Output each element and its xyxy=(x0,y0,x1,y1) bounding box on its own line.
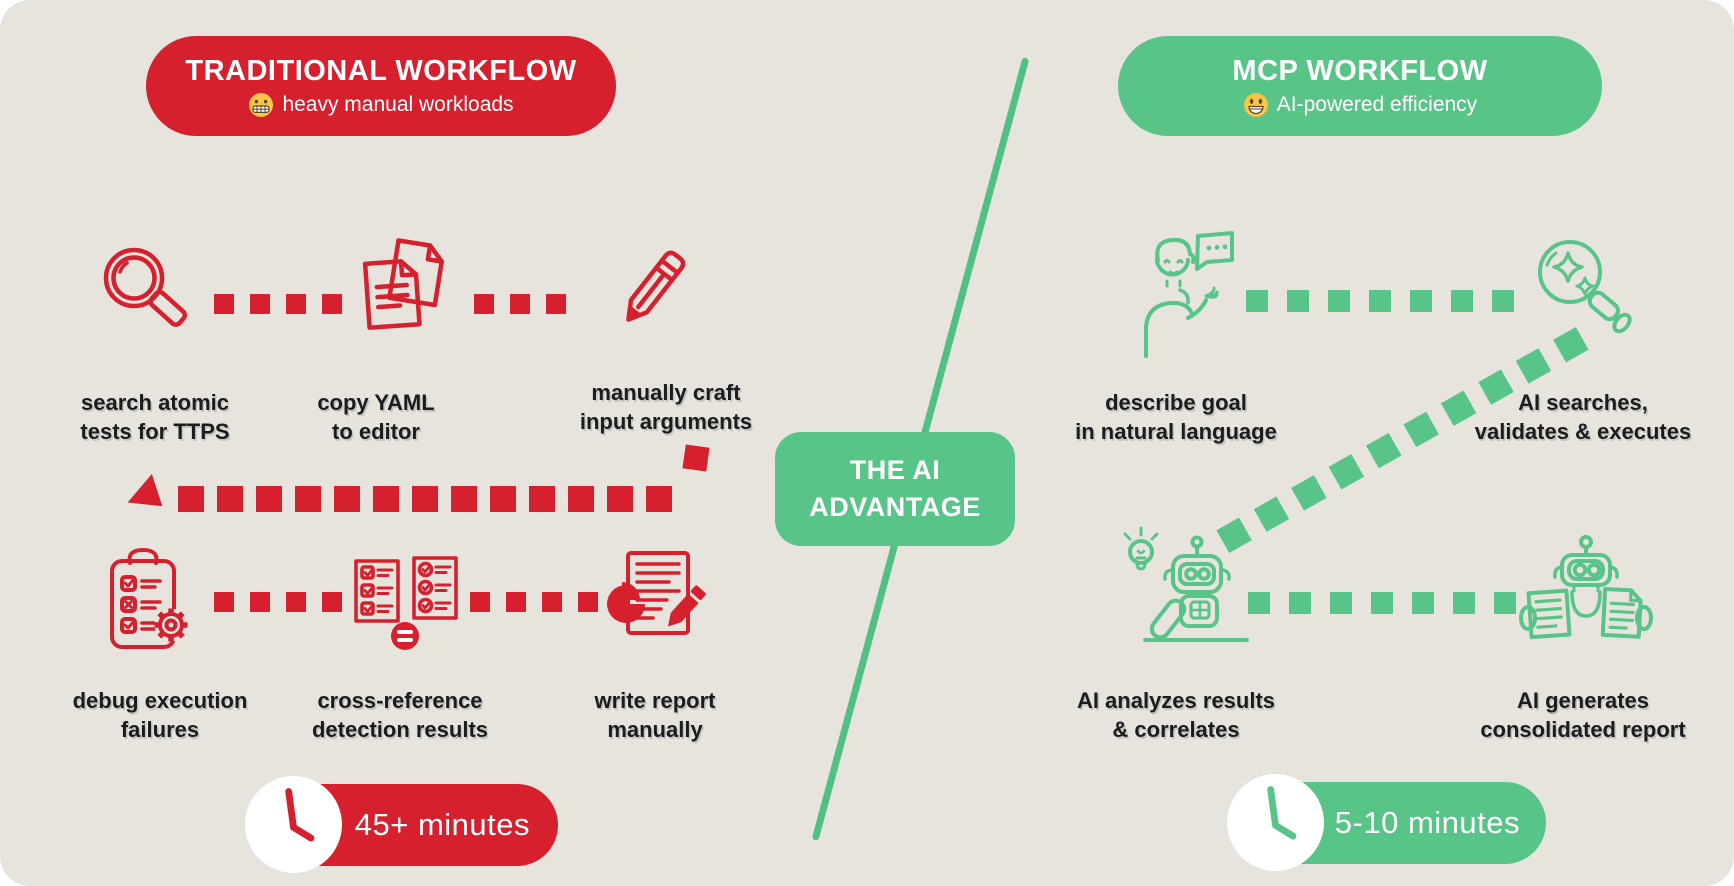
copy-documents-icon xyxy=(348,232,453,350)
step-label: manually craft input arguments xyxy=(579,380,753,434)
pencil-icon xyxy=(600,236,700,348)
mcp-time-label: 5-10 minutes xyxy=(1334,805,1520,840)
connector-dashes xyxy=(214,294,342,314)
grinning-emoji-icon xyxy=(1243,92,1268,117)
connector-dashes xyxy=(214,592,342,612)
step-label: write report manually xyxy=(594,688,716,742)
mcp-workflow-subtitle: AI-powered efficiency xyxy=(1243,92,1477,118)
connector-dashes xyxy=(474,294,566,314)
report-pie-pencil-icon xyxy=(602,548,714,644)
grimacing-emoji-icon xyxy=(249,92,274,117)
traditional-workflow-title: TRADITIONAL WORKFLOW xyxy=(185,54,577,87)
connector-corner-dash xyxy=(682,444,710,472)
clipboard-gear-icon xyxy=(100,545,198,653)
mcp-workflow-header: MCP WORKFLOW AI-powered efficiency xyxy=(1118,36,1602,136)
step-label: search atomic tests for TTPS xyxy=(80,390,230,444)
connector-return-dashes xyxy=(178,486,672,512)
ai-advantage-badge: THE AI ADVANTAGE xyxy=(775,432,1015,546)
step-label: copy YAML to editor xyxy=(317,390,435,444)
arrowhead-icon xyxy=(122,474,163,516)
connector-dashes xyxy=(470,592,598,612)
step-label: AI searches, validates & executes xyxy=(1474,390,1692,444)
step-label: AI generates consolidated report xyxy=(1480,688,1686,742)
step-label: describe goal in natural language xyxy=(1075,390,1277,444)
traditional-workflow-subtitle: heavy manual workloads xyxy=(248,92,514,118)
clock-icon xyxy=(1227,774,1324,871)
sparkle-magnifier-icon xyxy=(1522,230,1640,350)
magnifier-icon xyxy=(92,240,202,350)
cross-reference-documents-icon xyxy=(350,553,462,653)
mcp-workflow-title: MCP WORKFLOW xyxy=(1232,54,1488,87)
step-label: cross-reference detection results xyxy=(311,688,489,742)
step-label: AI analyzes results & correlates xyxy=(1076,688,1276,742)
step-label: debug execution failures xyxy=(72,688,248,742)
connector-dashes xyxy=(1248,592,1516,614)
traditional-workflow-header: TRADITIONAL WORKFLOW heavy manual worklo… xyxy=(146,36,616,136)
robot-documents-icon xyxy=(1518,532,1654,650)
traditional-time-label: 45+ minutes xyxy=(354,807,530,842)
robot-lightbulb-icon xyxy=(1115,522,1275,654)
connector-dashes xyxy=(1246,290,1514,312)
person-speech-bubble-icon xyxy=(1110,224,1242,360)
clock-icon xyxy=(245,776,342,873)
